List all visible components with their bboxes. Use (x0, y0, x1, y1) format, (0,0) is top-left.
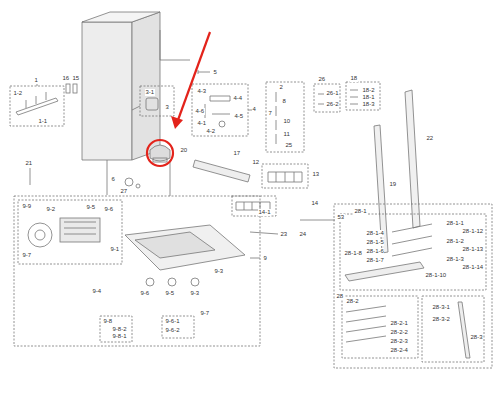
callout-number: 28-1-8 (344, 250, 362, 257)
callout-number: 28-2-3 (390, 338, 408, 345)
callout-number: 9-7 (22, 252, 32, 259)
callout-number: 11 (283, 131, 290, 138)
callout-number: 16 (62, 75, 70, 82)
callout-number: 9-8-1 (112, 333, 127, 340)
callout-number: 26-1 (326, 90, 339, 97)
callout-number: 4-2 (206, 128, 216, 135)
callout-number: 28-1-13 (462, 246, 484, 253)
callout-number: 12 (252, 159, 260, 166)
callout-number: 18-2 (362, 87, 375, 94)
callout-number: 9-8-2 (112, 326, 127, 333)
callout-number: 26 (318, 76, 326, 83)
callout-number: 23 (280, 231, 288, 238)
callout-number: 13 (312, 171, 320, 178)
callout-number: 1 (34, 77, 38, 84)
callout-number: 9-1 (110, 246, 120, 253)
callout-number: 15 (72, 75, 80, 82)
callout-number: 18-3 (362, 101, 375, 108)
callout-number: 24 (299, 231, 307, 238)
callout-number: 28-1-4 (366, 230, 384, 237)
callout-number: 4-4 (233, 95, 243, 102)
callout-number: 14 (311, 200, 319, 207)
callout-number: 3-1 (145, 89, 155, 96)
callout-number: 28-3-2 (432, 316, 450, 323)
callout-number: 1-1 (38, 118, 48, 125)
callout-number: 1-2 (13, 90, 23, 97)
callout-number: 4-1 (197, 120, 207, 127)
callout-number: 17 (233, 150, 241, 157)
callout-number: 19 (389, 181, 397, 188)
callout-number: 9-8 (103, 318, 113, 325)
callout-number: 20 (180, 147, 188, 154)
callout-number: 28-3-1 (432, 304, 450, 311)
callout-number: 9-6 (140, 290, 150, 297)
callout-number: 14-1 (258, 209, 271, 216)
callout-number: 27 (120, 188, 128, 195)
callout-number: 9-9 (22, 203, 32, 210)
callout-number: 21 (25, 160, 33, 167)
callout-number: 28-1-3 (446, 256, 464, 263)
callout-number: 26-2 (326, 101, 339, 108)
callout-number: 28-1-10 (425, 272, 447, 279)
callout-number: 9-3 (190, 290, 200, 297)
callout-number: 9-5 (165, 290, 175, 297)
callout-number: 22 (426, 135, 434, 142)
callout-number: 28-1-6 (366, 248, 384, 255)
callout-number: 28-1-5 (366, 239, 384, 246)
callout-number: 28-1 (354, 208, 367, 215)
callout-number: 6 (111, 176, 115, 183)
callout-number: 9-6 (104, 206, 114, 213)
callout-number: 9-3 (214, 268, 224, 275)
callout-number: 28-2-2 (390, 329, 408, 336)
callout-number: 7 (268, 110, 272, 117)
callout-number: 28-1-12 (462, 228, 484, 235)
callout-number: 28-2-1 (390, 320, 408, 327)
callout-number: 9-5 (86, 204, 96, 211)
callout-number: 53 (337, 214, 345, 221)
callout-number: 4-5 (234, 113, 244, 120)
callout-number: 28-3 (470, 334, 483, 341)
callout-number: 9-4 (92, 288, 102, 295)
callout-number: 9 (263, 255, 267, 262)
callout-number: 18 (350, 75, 358, 82)
callout-number: 28-1-7 (366, 257, 384, 264)
callout-number: 9-6-2 (165, 327, 180, 334)
callout-number: 28-1-14 (462, 264, 484, 271)
callout-number: 8 (282, 98, 286, 105)
callout-number: 10 (283, 118, 291, 125)
callout-number: 5 (213, 69, 217, 76)
callout-number: 3 (165, 104, 169, 111)
callout-number: 4 (252, 106, 256, 113)
callout-number: 28-2 (346, 298, 359, 305)
callout-number: 28 (336, 293, 344, 300)
callout-number: 4-6 (195, 108, 205, 115)
callout-number: 28-2-4 (390, 347, 408, 354)
callout-number: 9-2 (46, 206, 56, 213)
callout-number: 2 (279, 84, 283, 91)
callout-number: 28-1-1 (446, 220, 464, 227)
callout-number: 4-3 (197, 88, 207, 95)
callout-number: 9-7 (200, 310, 210, 317)
callout-number: 25 (285, 142, 293, 149)
callout-number: 18-1 (362, 94, 375, 101)
callout-number: 28-1-2 (446, 238, 464, 245)
callout-number: 9-6-1 (165, 318, 180, 325)
